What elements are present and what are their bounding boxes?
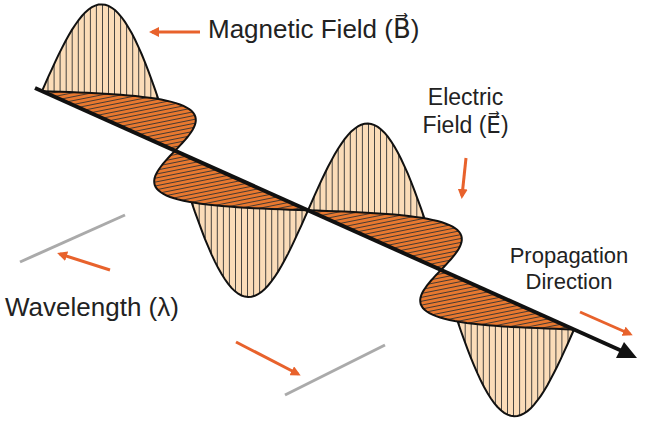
hatch-line	[439, 302, 513, 317]
hatch-line	[109, 106, 184, 121]
hatch-line	[203, 191, 266, 204]
hatch-line	[155, 172, 223, 186]
hatch-line	[121, 112, 193, 126]
pointer-arrow	[462, 158, 466, 196]
direction-label: Propagation Direction	[500, 243, 638, 296]
hatch-line	[173, 183, 247, 198]
hatch-line	[387, 231, 459, 245]
hatch-line	[423, 294, 495, 308]
field-label: Electric Field (E⃗)	[403, 84, 528, 139]
hatch-line	[191, 189, 259, 203]
hatch-line	[115, 109, 189, 124]
hatch-line	[469, 311, 532, 324]
pointer-arrow	[152, 31, 200, 34]
hatch-line	[133, 119, 196, 132]
wavelength-label: Wavelength (λ)	[5, 292, 179, 323]
hatch-line	[84, 98, 147, 111]
wavelength-arrow	[236, 342, 298, 374]
hatch-line	[332, 213, 373, 221]
hatch-line	[157, 175, 229, 189]
hatch-line	[90, 99, 158, 113]
hatch-line	[66, 94, 107, 102]
hatch-line	[156, 164, 205, 174]
wavelength-tick	[285, 345, 385, 395]
hatch-line	[356, 218, 424, 232]
wavelength-tick	[20, 215, 125, 262]
hatch-line	[375, 225, 450, 240]
hatch-line	[433, 300, 508, 315]
wavelength-arrow	[60, 254, 110, 270]
direction-arrow	[580, 312, 630, 334]
hatch-line	[96, 101, 168, 115]
hatch-line	[229, 197, 278, 207]
hatch-line	[411, 247, 460, 257]
hatch-line	[161, 178, 235, 193]
hatch-line	[399, 238, 462, 251]
hatch-line	[457, 308, 525, 322]
hatch-line	[145, 127, 194, 137]
hatch-line	[393, 235, 461, 249]
hatch-line	[448, 305, 520, 319]
hatch-line	[421, 292, 489, 306]
field-label: Magnetic Field (B⃗)	[208, 14, 419, 45]
hatch-line	[338, 214, 387, 224]
hatch-line	[154, 170, 217, 183]
axis-arrowhead	[616, 342, 637, 358]
hatch-line	[350, 217, 413, 230]
hatch-line	[243, 200, 283, 208]
hatch-line	[427, 297, 501, 312]
hatch-line	[381, 228, 455, 243]
hatch-line	[369, 223, 443, 238]
hatch-line	[509, 319, 550, 327]
hatch-line	[362, 220, 434, 234]
hatch-line	[182, 186, 254, 200]
hatch-line	[103, 103, 177, 118]
hatch-line	[167, 181, 242, 196]
hatch-line	[127, 115, 195, 129]
